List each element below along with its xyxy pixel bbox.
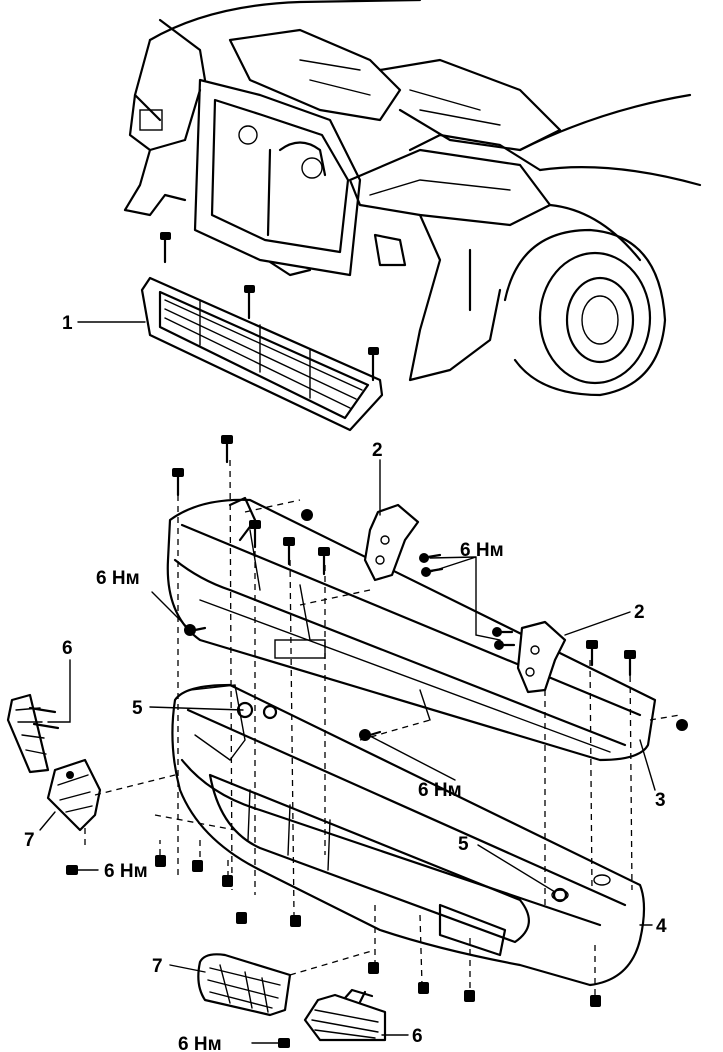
grille-screw-right [368, 347, 379, 382]
screw-icon [192, 860, 203, 872]
bumper-bracket-upper [363, 503, 420, 582]
screw-icon [368, 962, 379, 974]
torque-reinforcement-left: 6 Нм [96, 568, 140, 589]
torque-fog-lamp-bottom: 6 Нм [178, 1034, 222, 1052]
bolt-icon [249, 520, 261, 549]
screw-icon [222, 875, 233, 887]
callout-grille: 1 [62, 313, 73, 334]
torque-reinforcement-center: 6 Нм [418, 780, 462, 801]
fog-lamp-bottom [197, 953, 292, 1017]
fog-lamp-left [46, 758, 102, 832]
screw-icon [418, 982, 429, 994]
bumper-cover-part [171, 683, 646, 987]
bolt-icon [172, 468, 184, 497]
bumper-bracket-right [516, 620, 567, 694]
vehicle-front-body [123, 0, 702, 397]
clip-icon [552, 887, 568, 903]
leader-lines [39, 321, 656, 1044]
screw-icon [590, 995, 601, 1007]
nut-icon [301, 509, 313, 521]
fasteners [66, 435, 688, 1048]
front-grille-part [140, 232, 384, 432]
callout-side-grille-left: 6 [62, 638, 73, 659]
callout-side-grille-bottom: 6 [412, 1026, 423, 1047]
screw-icon [290, 915, 301, 927]
bolt-icon [624, 650, 636, 677]
callout-clip-right: 5 [458, 834, 469, 855]
grille-screw-center [244, 285, 255, 320]
callout-bumper-cover: 4 [656, 916, 667, 937]
bolt-icon [586, 640, 598, 667]
nut-icon [494, 640, 516, 650]
side-grille-bottom [303, 988, 387, 1042]
bolt-icon [221, 435, 233, 464]
callout-labels: 1 2 2 3 4 5 5 6 6 7 7 6 Нм 6 Нм 6 Нм 6 Н… [24, 313, 667, 1052]
screw-icon [236, 912, 247, 924]
nut-icon [419, 553, 442, 563]
torque-fog-lamp-left: 6 Нм [104, 861, 148, 882]
callout-fog-lamp-left: 7 [24, 830, 35, 851]
torque-bracket-bolts: 6 Нм [460, 540, 504, 561]
callout-fog-lamp-bottom: 7 [152, 956, 163, 977]
bolt-icon [283, 537, 295, 566]
screw-icon [278, 1038, 290, 1048]
screw-icon [155, 855, 166, 867]
screw-icon [66, 865, 78, 875]
nut-icon [492, 627, 514, 637]
side-grille-left [6, 693, 60, 774]
grille-screw-left [160, 232, 171, 264]
callout-bracket-right: 2 [634, 602, 645, 623]
callout-clip-left: 5 [132, 698, 143, 719]
screw-icon [464, 990, 475, 1002]
nut-icon [359, 729, 382, 741]
bolt-icon [318, 547, 330, 576]
assembly-lines [84, 459, 681, 995]
nut-icon [676, 719, 688, 731]
callout-bracket-upper: 2 [372, 440, 383, 461]
callout-reinforcement: 3 [655, 790, 666, 811]
